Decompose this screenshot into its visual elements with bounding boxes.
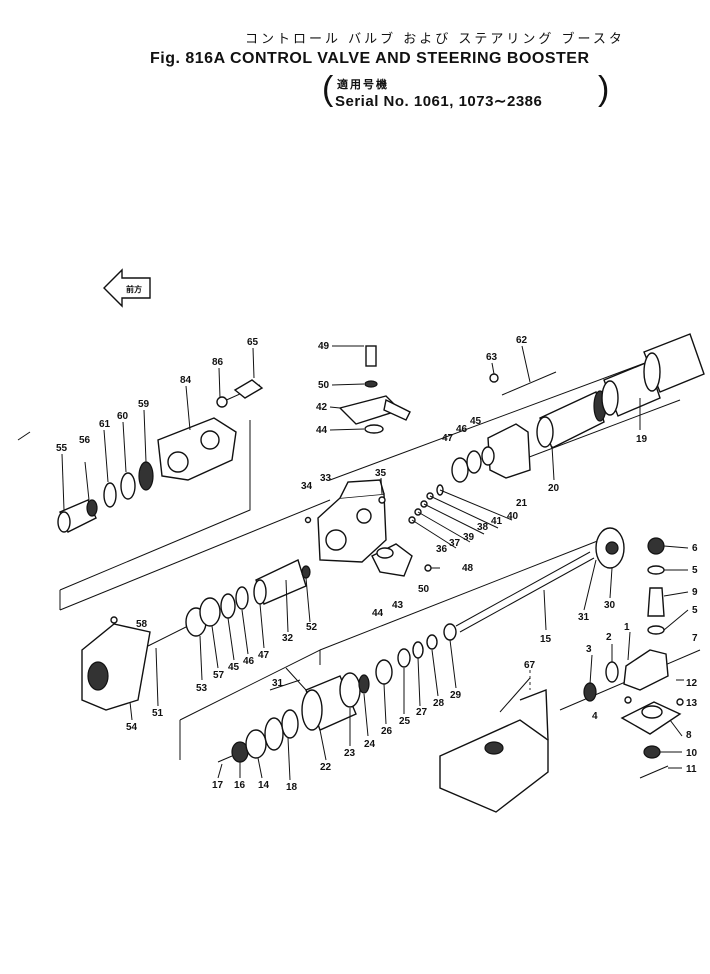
label-46b: 46 xyxy=(243,656,255,667)
label-10: 10 xyxy=(686,748,698,759)
label-9: 9 xyxy=(692,587,698,598)
label-31b: 31 xyxy=(272,678,284,689)
label-4: 4 xyxy=(592,711,598,722)
close-paren: ) xyxy=(598,70,610,108)
label-47: 47 xyxy=(442,433,454,444)
label-86: 86 xyxy=(212,357,224,368)
label-36: 36 xyxy=(436,544,448,555)
front-direction-arrow: 前方 xyxy=(103,268,151,308)
label-6: 6 xyxy=(692,543,698,554)
label-49: 49 xyxy=(318,341,330,352)
label-24: 24 xyxy=(364,739,376,750)
label-61: 61 xyxy=(99,419,111,430)
label-50: 50 xyxy=(318,380,330,391)
label-60: 60 xyxy=(117,411,129,422)
label-56: 56 xyxy=(79,435,91,446)
label-13: 13 xyxy=(686,698,698,709)
label-42: 42 xyxy=(316,402,328,413)
label-2: 2 xyxy=(606,632,612,643)
label-44b: 44 xyxy=(372,608,384,619)
label-40: 40 xyxy=(507,511,519,522)
mounting-bracket xyxy=(439,677,549,813)
label-41: 41 xyxy=(491,516,503,527)
label-67: 67 xyxy=(524,660,536,671)
label-62: 62 xyxy=(516,335,528,346)
label-39: 39 xyxy=(463,532,475,543)
japanese-serial-label: 適用号機 xyxy=(337,78,389,91)
front-label: 前方 xyxy=(126,284,142,294)
valve-body-group xyxy=(304,345,444,577)
figure-title: Fig. 816A CONTROL VALVE AND STEERING BOO… xyxy=(150,50,590,67)
label-43: 43 xyxy=(392,600,404,611)
label-28: 28 xyxy=(433,698,445,709)
label-27: 27 xyxy=(416,707,428,718)
label-5: 5 xyxy=(692,565,698,576)
label-65: 65 xyxy=(247,337,259,348)
label-35: 35 xyxy=(375,468,387,479)
label-44: 44 xyxy=(316,425,328,436)
label-84: 84 xyxy=(180,375,192,386)
clevis-group xyxy=(57,379,264,533)
label-19: 19 xyxy=(636,434,648,445)
label-45: 45 xyxy=(470,416,482,427)
label-21: 21 xyxy=(516,498,528,509)
label-5b: 5 xyxy=(692,605,698,616)
label-52: 52 xyxy=(306,622,318,633)
label-16: 16 xyxy=(234,780,246,791)
label-46: 46 xyxy=(456,424,468,435)
label-23: 23 xyxy=(344,748,356,759)
label-20: 20 xyxy=(548,483,560,494)
label-8: 8 xyxy=(686,730,692,741)
label-38: 38 xyxy=(477,522,489,533)
label-26: 26 xyxy=(381,726,393,737)
label-57: 57 xyxy=(213,670,225,681)
label-50b: 50 xyxy=(418,584,430,595)
label-11: 11 xyxy=(686,764,697,775)
label-34: 34 xyxy=(301,481,313,492)
japanese-title: コントロール バルブ および ステアリング ブースタ xyxy=(245,32,625,47)
label-29: 29 xyxy=(450,690,462,701)
shaft-group xyxy=(443,527,625,641)
label-58: 58 xyxy=(136,619,148,630)
label-12: 12 xyxy=(686,678,698,689)
label-47b: 47 xyxy=(258,650,270,661)
leader-lines xyxy=(61,345,689,781)
label-30: 30 xyxy=(604,600,616,611)
piston-group xyxy=(217,634,438,763)
label-59: 59 xyxy=(138,399,150,410)
label-15: 15 xyxy=(540,634,552,645)
label-54: 54 xyxy=(126,722,138,733)
label-51: 51 xyxy=(152,708,164,719)
end-cap-group xyxy=(81,559,311,711)
label-31: 31 xyxy=(578,612,590,623)
label-32: 32 xyxy=(282,633,294,644)
label-17: 17 xyxy=(212,780,224,791)
label-14: 14 xyxy=(258,780,270,791)
serial-range: Serial No. 1061, 1073∼2386 xyxy=(335,93,543,110)
label-25: 25 xyxy=(399,716,411,727)
cylinder-group xyxy=(451,333,705,483)
label-3: 3 xyxy=(586,644,592,655)
open-paren: ( xyxy=(322,70,334,108)
label-1: 1 xyxy=(624,622,630,633)
label-63: 63 xyxy=(486,352,498,363)
label-22: 22 xyxy=(320,762,332,773)
label-33: 33 xyxy=(320,473,332,484)
label-7: 7 xyxy=(692,633,698,644)
label-45b: 45 xyxy=(228,662,240,673)
label-18: 18 xyxy=(286,782,298,793)
label-55: 55 xyxy=(56,443,68,454)
label-37: 37 xyxy=(449,538,461,549)
ball-joint-group xyxy=(583,537,684,779)
label-48: 48 xyxy=(462,563,474,574)
callout-labels: 65 86 84 59 60 61 56 55 49 50 42 44 35 3… xyxy=(56,335,698,793)
label-53: 53 xyxy=(196,683,208,694)
